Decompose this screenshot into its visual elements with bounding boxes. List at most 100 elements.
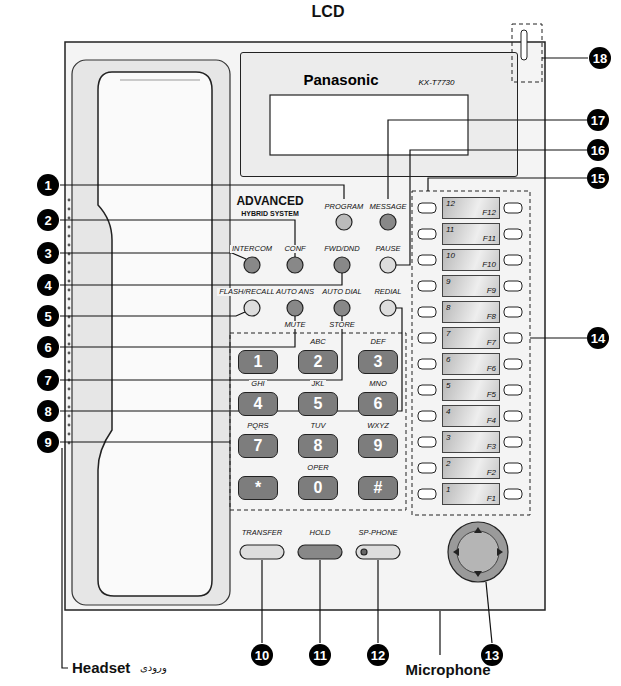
bottom-buttons [240, 545, 400, 559]
co-key-strip: 6F6 [442, 353, 500, 375]
display-housing [240, 52, 518, 177]
button-label: DEF [369, 338, 388, 346]
dial-key: 4 [238, 392, 278, 416]
part-name: Headset [72, 660, 130, 677]
key-digit: 3 [374, 353, 383, 371]
button-label: FWD/DND [322, 245, 361, 253]
navigator-key [448, 522, 508, 582]
function-key: F10 [482, 260, 496, 269]
dial-key: 8 [298, 434, 338, 458]
key-digit: 7 [254, 437, 263, 455]
button-label: MUTE [282, 321, 307, 329]
function-key: F3 [487, 442, 496, 451]
dial-key: 0 [298, 476, 338, 500]
button-label: TRANSFER [240, 529, 284, 537]
key-number: 6 [446, 355, 450, 364]
part-name: ورودی [140, 662, 167, 673]
button-label: PAUSE [374, 245, 403, 253]
button-label: ABC [308, 338, 327, 346]
button-label: MNO [367, 380, 389, 388]
function-key: F1 [487, 494, 496, 503]
button-label: OPER [305, 464, 330, 472]
phone-body [65, 42, 545, 610]
key-digit: # [374, 479, 383, 497]
button-label: REDIAL [372, 288, 403, 296]
key-digit: 5 [314, 395, 323, 413]
key-number: 9 [446, 277, 450, 286]
co-key-strip: 2F2 [442, 457, 500, 479]
co-key-strip: 3F3 [442, 431, 500, 453]
co-key-strip: 1F1 [442, 483, 500, 505]
keypad-frame [230, 333, 406, 510]
dial-key: 5 [298, 392, 338, 416]
callout-number: 17 [587, 109, 609, 131]
function-key: F11 [483, 234, 496, 243]
caption-text: ADVANCED [236, 195, 303, 208]
button-label: GHI [249, 380, 266, 388]
key-digit: * [255, 479, 261, 497]
key-digit: 0 [314, 479, 323, 497]
co-key-strip: 11F11 [442, 223, 500, 245]
co-key-strip: 5F5 [442, 379, 500, 401]
function-key: F2 [487, 468, 496, 477]
display-panel: PanasonicKX-T7730 [240, 52, 518, 177]
speaker-grille [68, 199, 71, 445]
button-label: WXYZ [365, 422, 391, 430]
ringer-indicator [521, 30, 527, 60]
dial-key: 2 [298, 350, 338, 374]
key-number: 12 [446, 199, 455, 208]
caption-text: HYBRID SYSTEM [241, 210, 299, 218]
callout-number: 1 [37, 174, 59, 196]
button-label: INTERCOM [230, 245, 274, 253]
function-key: F6 [487, 364, 496, 373]
callout-number: 14 [587, 327, 609, 349]
callout-number: 7 [37, 369, 59, 391]
callout-number: 18 [589, 47, 611, 69]
co-buttons [418, 203, 522, 499]
co-key-strip: 8F8 [442, 301, 500, 323]
brand-row: PanasonicKX-T7730 [241, 71, 517, 88]
key-number: 10 [446, 251, 455, 260]
key-digit: 4 [254, 395, 263, 413]
button-label: PQRS [245, 422, 270, 430]
function-key: F7 [487, 338, 496, 347]
dial-key: # [358, 476, 398, 500]
flexible-keys-frame [412, 191, 530, 515]
dial-key: 6 [358, 392, 398, 416]
key-number: 3 [446, 433, 450, 442]
handset [98, 72, 212, 596]
button-label: STORE [327, 321, 357, 329]
button-label: AUTO DIAL [320, 288, 363, 296]
callout-number: 2 [37, 209, 59, 231]
handset-cradle [72, 60, 230, 605]
callout-number: 4 [37, 274, 59, 296]
co-key-strip: 9F9 [442, 275, 500, 297]
callout-number: 11 [309, 644, 331, 666]
co-key-strip: 7F7 [442, 327, 500, 349]
key-digit: 6 [374, 395, 383, 413]
button-label: FLASH/RECALL [217, 288, 276, 296]
callout-number: 8 [37, 400, 59, 422]
dial-key: 7 [238, 434, 278, 458]
function-key: F4 [487, 416, 496, 425]
button-label: PROGRAM [323, 203, 366, 211]
co-key-strip: 4F4 [442, 405, 500, 427]
dial-key: * [238, 476, 278, 500]
dial-key: 9 [358, 434, 398, 458]
lcd-screen [270, 95, 468, 155]
key-number: 11 [446, 225, 454, 234]
button-label: AUTO ANS [274, 288, 316, 296]
button-label: MESSAGE [367, 203, 408, 211]
key-number: 5 [446, 381, 450, 390]
callout-number: 5 [37, 305, 59, 327]
co-key-strip: 12F12 [442, 197, 500, 219]
leader-lines [60, 58, 588, 668]
caption-text: Microphone [406, 662, 491, 679]
dial-key: 3 [358, 350, 398, 374]
callout-number: 9 [37, 431, 59, 453]
co-key-strip: 10F10 [442, 249, 500, 271]
function-key: F9 [487, 286, 496, 295]
callout-number: 6 [37, 336, 59, 358]
indicator-frame [512, 24, 542, 82]
key-number: 8 [446, 303, 450, 312]
